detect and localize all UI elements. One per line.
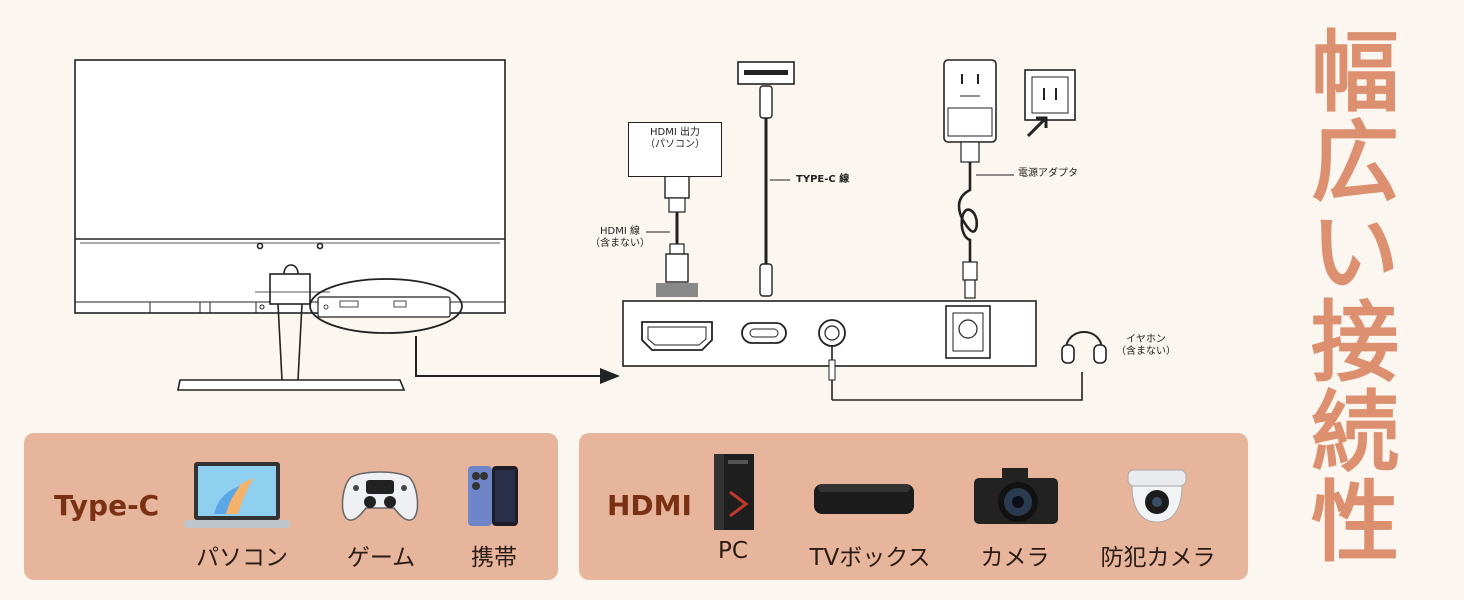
title-char: 続 — [1310, 381, 1399, 484]
device-caption-phone: 携帯 — [471, 545, 517, 571]
typec-panel-label: Type-C — [54, 489, 160, 522]
laptop-icon — [184, 462, 290, 528]
typec-cable — [737, 61, 795, 297]
title-char: い — [1310, 201, 1399, 304]
desktop-tower-icon — [714, 454, 754, 530]
hdmi-cable-text: HDMI 線 — [600, 226, 640, 237]
hdmi-source-box — [628, 122, 722, 177]
title-char: 幅 — [1310, 21, 1399, 124]
title-char: 性 — [1310, 471, 1399, 574]
monitor-back — [74, 59, 506, 391]
device-caption-camera: カメラ — [980, 545, 1050, 571]
title-char: 広 — [1310, 111, 1399, 214]
hdmi-cable — [646, 169, 698, 297]
hdmi-output-label: HDMI 出力 （パソコン） — [630, 127, 720, 151]
hdmi-output-text: HDMI 出力 — [650, 127, 700, 138]
smartphone-icon — [468, 466, 518, 526]
earphone-label: イヤホン （含まない） — [1110, 334, 1182, 358]
hdmi-panel-label: HDMI — [607, 489, 692, 522]
hdmi-cable-label: HDMI 線 （含まない） — [588, 226, 652, 250]
vertical-title: 幅 広 い 接 続 性 — [1300, 28, 1410, 568]
earphone-cable — [828, 331, 1107, 401]
hdmi-output-sub: （パソコン） — [645, 139, 705, 150]
earphone-sub: （含まない） — [1116, 346, 1176, 357]
typec-cable-label: TYPE-C 線 — [796, 174, 850, 185]
device-caption-pc: PC — [718, 538, 748, 564]
camera-icon — [974, 468, 1058, 524]
title-char: 接 — [1310, 291, 1399, 394]
earphone-text: イヤホン — [1126, 334, 1166, 345]
power-adapter-label: 電源アダプタ — [1018, 168, 1078, 179]
security-camera-icon — [1127, 469, 1187, 523]
device-caption-pc-typec: パソコン — [196, 545, 288, 571]
tv-box-icon — [814, 484, 914, 514]
gamepad-icon — [341, 471, 419, 521]
device-caption-tv-box: TVボックス — [809, 545, 931, 571]
hdmi-cable-sub: （含まない） — [590, 238, 650, 249]
power-adapter — [943, 59, 1076, 299]
device-caption-game: ゲーム — [346, 545, 416, 571]
device-caption-security-camera: 防犯カメラ — [1100, 545, 1216, 571]
port-panel — [622, 300, 1037, 367]
